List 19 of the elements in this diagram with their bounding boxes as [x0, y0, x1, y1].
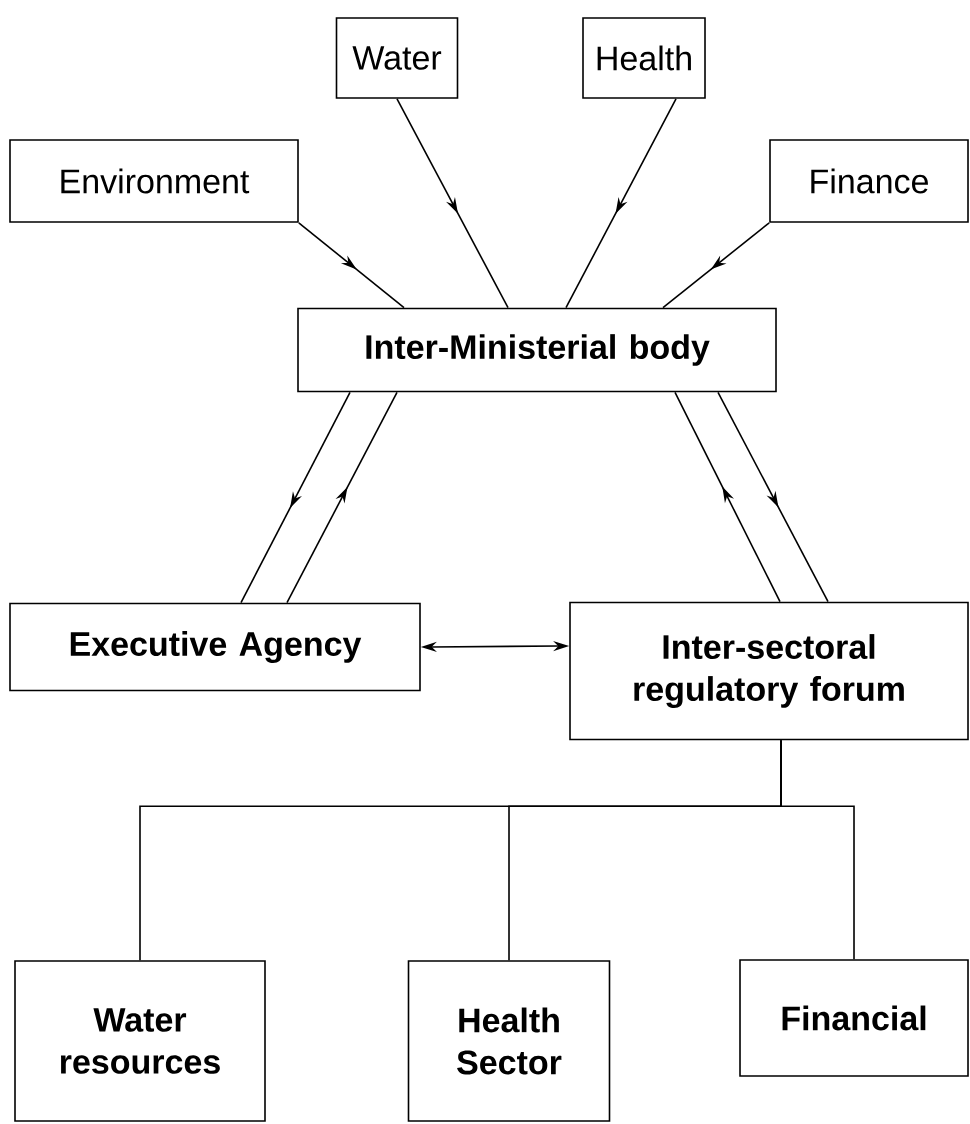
box: Inter-Ministerial body [297, 307, 777, 393]
box: Health [582, 17, 706, 99]
arrow [717, 391, 829, 603]
arrow [674, 391, 781, 603]
arrow [662, 222, 770, 309]
arrow [286, 391, 398, 604]
box: Finance [769, 139, 969, 223]
box: Inter-sectoral regulatory forum [569, 601, 969, 741]
box: Water [335, 17, 459, 99]
box: Executive Agency [9, 602, 421, 692]
arrow [240, 391, 351, 604]
box: Environment [9, 139, 299, 223]
arrow [396, 98, 509, 309]
box: Water resources [14, 960, 266, 1122]
connector-line [780, 739, 855, 960]
arrow [298, 222, 405, 309]
arrow [565, 98, 677, 309]
box: Financial [739, 959, 969, 1077]
box: Health Sector [407, 960, 611, 1122]
